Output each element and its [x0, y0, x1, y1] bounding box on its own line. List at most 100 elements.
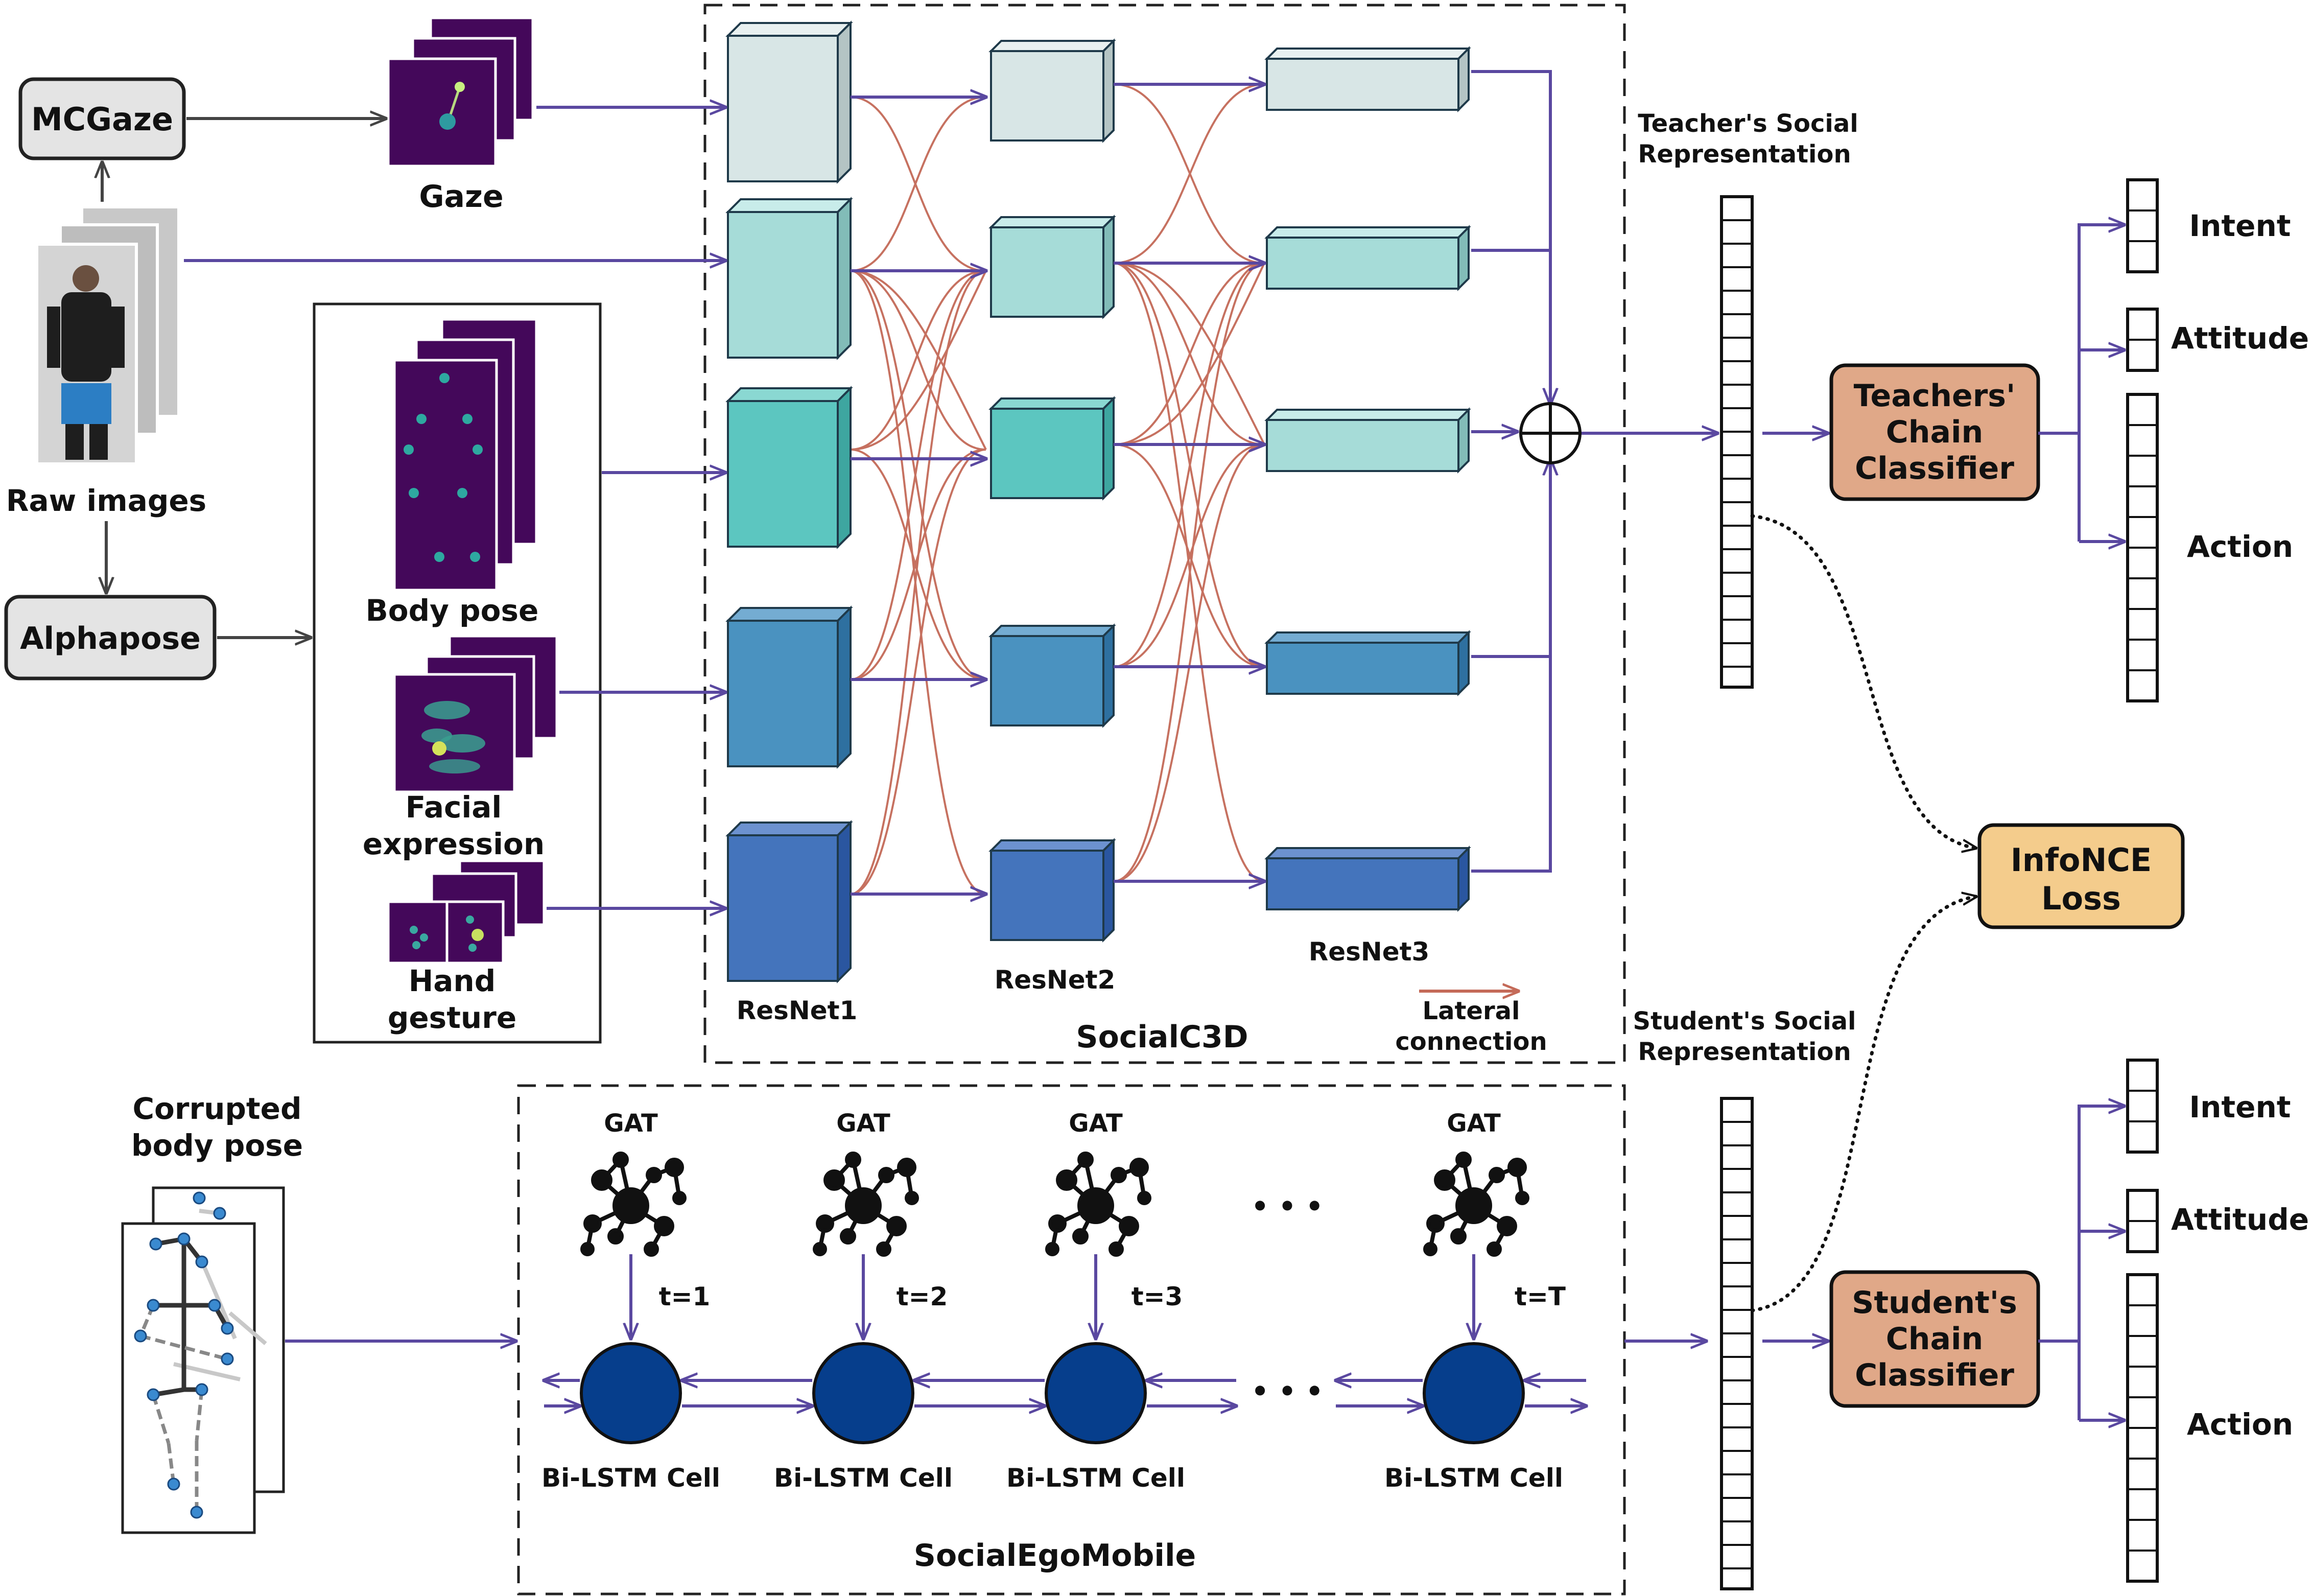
teacher-classifier-line2: Chain: [1886, 414, 1984, 450]
facial-heatmap: Facial expression: [363, 635, 558, 861]
mcgaze-label: MCGaze: [31, 101, 173, 138]
resnet1-raw-block: [725, 197, 853, 360]
student-repr-label-line1: Student's Social: [1633, 1007, 1856, 1036]
gat-ellipsis: • • •: [1251, 1190, 1323, 1223]
teacher-action-vector: [2126, 393, 2159, 702]
bilstm-cell-1-label: Bi-LSTM Cell: [541, 1463, 720, 1493]
teacher-attitude-vector: [2126, 308, 2159, 372]
student-output-arrows: [2038, 1106, 2124, 1420]
teacher-attitude-label: Attitude: [2171, 321, 2309, 356]
gat-3-label: GAT: [1069, 1109, 1123, 1138]
raw-images-label: Raw images: [6, 483, 206, 518]
teacher-classifier-line3: Classifier: [1855, 451, 2014, 486]
resnet2-face-block: [988, 623, 1116, 728]
teacher-to-loss-dotted: [1750, 514, 1976, 848]
teacher-flow-arrows: [184, 70, 1717, 908]
timestep-1-label: t=1: [659, 1282, 711, 1311]
student-classifier-line1: Student's: [1852, 1285, 2017, 1321]
student-attitude-vector: [2126, 1189, 2159, 1253]
infonce-line2: Loss: [2041, 880, 2121, 917]
teacher-output-arrows: [2038, 225, 2124, 542]
timestep-3-label: t=3: [1131, 1282, 1183, 1311]
resnet1-body-block: [725, 386, 853, 549]
teacher-intent-vector: [2126, 178, 2159, 273]
teacher-representation-vector: [1720, 195, 1754, 689]
corrupted-pose-label-line2: body pose: [131, 1128, 303, 1163]
gat-t-label: GAT: [1447, 1109, 1501, 1138]
gat-2-graph: [813, 1152, 919, 1257]
bilstm-arrows: [544, 1380, 1586, 1406]
resnet2-body-block: [988, 396, 1116, 501]
lateral-connections: [850, 83, 1265, 895]
student-representation-vector: [1720, 1097, 1754, 1590]
resnet1-label: ResNet1: [737, 996, 858, 1025]
gat-t-graph: [1423, 1152, 1529, 1257]
resnet2-gaze-block: [988, 38, 1116, 143]
teacher-repr-label-line2: Representation: [1638, 140, 1851, 169]
facial-label-line1: Facial: [406, 790, 502, 825]
resnet2-hand-block: [988, 838, 1116, 943]
gat-graphs: [580, 1152, 1529, 1257]
alphapose-box: Alphapose: [4, 595, 217, 680]
lateral-legend-line2: connection: [1395, 1027, 1547, 1056]
mcgaze-box: MCGaze: [18, 77, 186, 160]
resnet3-body-block: [1264, 407, 1471, 474]
bilstm-cell-t: [1423, 1342, 1525, 1444]
teacher-repr-label-line1: Teacher's Social: [1638, 109, 1858, 138]
infonce-line1: InfoNCE: [2011, 841, 2152, 879]
resnet3-label: ResNet3: [1309, 937, 1430, 967]
lateral-legend-line1: Lateral: [1423, 997, 1520, 1025]
facial-label-line2: expression: [363, 827, 545, 861]
hand-heatmap: Hand gesture: [387, 859, 546, 1035]
socialegomobile-title: SocialEgoMobile: [914, 1538, 1196, 1574]
student-attitude-label: Attitude: [2171, 1202, 2309, 1237]
gat-1-graph: [580, 1152, 687, 1257]
resnet1-face-block: [725, 605, 853, 769]
body-pose-heatmap: Body pose: [366, 318, 539, 628]
teacher-classifier-box: Teachers' Chain Classifier: [1829, 363, 2040, 501]
gat-to-cell-arrows: [631, 1254, 1474, 1339]
resnet2-label: ResNet2: [995, 965, 1116, 995]
person-photo: [47, 265, 125, 460]
bilstm-cell-3: [1045, 1342, 1147, 1444]
student-action-vector: [2126, 1273, 2159, 1583]
resnet3-raw-block: [1264, 225, 1471, 291]
bilstm-cell-t-label: Bi-LSTM Cell: [1384, 1463, 1563, 1493]
bilstm-cell-2-label: Bi-LSTM Cell: [774, 1463, 953, 1493]
bilstm-cells: [580, 1342, 1525, 1444]
student-repr-label-line2: Representation: [1638, 1038, 1851, 1066]
resnet-blocks: [725, 20, 1471, 983]
student-intent-label: Intent: [2189, 1090, 2291, 1124]
gaze-heatmap: Gaze: [387, 16, 534, 215]
corrupted-pose-frames: [121, 1186, 285, 1534]
sum-node: [1519, 402, 1582, 464]
raw-images-stack: Raw images: [6, 205, 206, 518]
resnet3-gaze-block: [1264, 46, 1471, 112]
bilstm-cell-1: [580, 1342, 682, 1444]
teacher-intent-label: Intent: [2189, 208, 2291, 243]
cell-ellipsis: • • •: [1251, 1375, 1323, 1407]
bilstm-cell-3-label: Bi-LSTM Cell: [1006, 1463, 1185, 1493]
student-classifier-line2: Chain: [1886, 1321, 1984, 1357]
socialc3d-title: SocialC3D: [1076, 1019, 1248, 1055]
socialc3d-container: [703, 4, 1626, 1064]
infonce-loss-box: InfoNCE Loss: [1977, 823, 2185, 929]
gat-2-label: GAT: [836, 1109, 890, 1138]
body-pose-label: Body pose: [366, 593, 539, 628]
hand-label-line1: Hand: [409, 964, 496, 998]
gat-1-label: GAT: [604, 1109, 658, 1138]
resnet1-gaze-block: [725, 20, 853, 184]
resnet1-hand-block: [725, 820, 853, 983]
gaze-label: Gaze: [419, 179, 503, 215]
timestep-2-label: t=2: [897, 1282, 948, 1311]
timestep-t-label: t=T: [1515, 1282, 1566, 1311]
corrupted-pose-label-line1: Corrupted: [132, 1091, 301, 1126]
bilstm-cell-2: [812, 1342, 914, 1444]
resnet3-hand-block: [1264, 846, 1471, 912]
student-action-label: Action: [2187, 1407, 2293, 1442]
resnet2-raw-block: [988, 215, 1116, 319]
teacher-action-label: Action: [2187, 529, 2293, 564]
student-classifier-box: Student's Chain Classifier: [1829, 1270, 2040, 1408]
teacher-classifier-line1: Teachers': [1854, 378, 2016, 414]
